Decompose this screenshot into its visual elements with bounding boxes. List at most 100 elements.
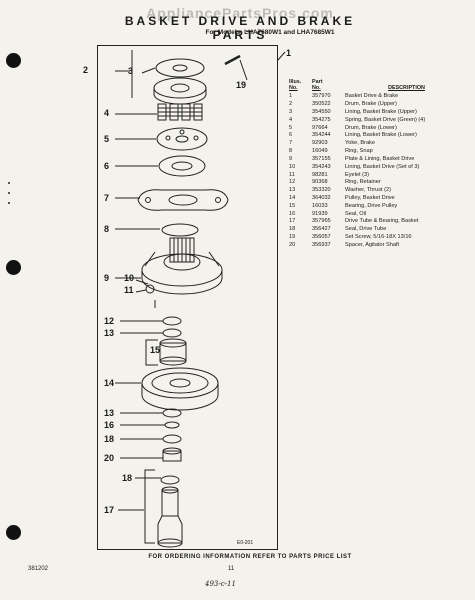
part-description: Set Screw, 5/16-18X 13/16	[345, 234, 412, 241]
ordering-note: FOR ORDERING INFORMATION REFER TO PARTS …	[148, 554, 352, 560]
part-description: Drum, Brake (Upper)	[345, 101, 397, 108]
part-number: 16033	[312, 202, 328, 209]
callout-label: 10	[124, 273, 135, 283]
handwritten-note: 493-c-11	[205, 580, 236, 588]
snap-ring-part	[161, 223, 199, 237]
part-number: 357970	[312, 93, 331, 100]
illus-number: 2	[289, 101, 293, 108]
illus-number: 5	[289, 124, 293, 131]
set-screw-part	[224, 54, 241, 66]
thrust-washer-part	[162, 328, 182, 338]
binder-hole-top	[6, 53, 21, 68]
illus-number: 20	[289, 241, 296, 248]
part-description: Bearing, Drive Pulley	[345, 202, 398, 209]
part-number: 354244	[312, 132, 331, 139]
part-description: Pulley, Basket Drive	[345, 194, 395, 201]
margin-mark	[8, 192, 10, 194]
part-description: Drive Tube & Bearing, Basket	[345, 218, 419, 225]
illus-number: 9	[289, 155, 293, 162]
part-number: 356057	[312, 234, 331, 241]
brake-lining-lower-part	[158, 155, 206, 177]
retainer-ring-part	[162, 316, 182, 326]
callout-label: 14	[104, 378, 115, 388]
drive-tube-part	[157, 486, 183, 548]
drive-tube-seal-part	[160, 475, 180, 485]
table-row: 15 16033 Bearing, Drive Pulley	[289, 203, 469, 211]
watermark: AppliancePartsPros.com	[146, 5, 334, 21]
table-row: 1 357970 Basket Drive & Brake	[289, 93, 469, 101]
part-number: 97664	[312, 124, 328, 131]
callout-label: 7	[104, 193, 110, 203]
part-description: Ring, Retainer	[345, 179, 381, 186]
illus-number: 3	[289, 109, 293, 116]
callout-label: 2	[83, 65, 89, 75]
part-number: 353320	[312, 187, 331, 194]
callout-label: 19	[236, 80, 247, 90]
callout-label: 8	[104, 224, 110, 234]
part-description: Seal, Drive Tube	[345, 226, 387, 233]
part-description: Plate & Lining, Basket Drive	[345, 155, 415, 162]
part-number: 16049	[312, 148, 328, 155]
illus-number: 7	[289, 140, 293, 147]
part-description: Lining, Basket Drive (Set of 3)	[345, 163, 420, 170]
illus-number: 19	[289, 234, 296, 241]
illus-number: 10	[289, 163, 296, 170]
part-description: Basket Drive & Brake	[345, 93, 399, 100]
table-row: 5 97664 Drum, Brake (Lower)	[289, 125, 469, 133]
diagram-frame	[97, 45, 278, 550]
callout-label: 20	[104, 453, 115, 463]
part-number: 91939	[312, 210, 328, 217]
margin-mark	[8, 182, 10, 184]
illus-number: 16	[289, 210, 296, 217]
model-numbers: For Models: LHA7680W1 and LHA7685W1	[205, 29, 335, 36]
part-number: 357155	[312, 155, 331, 162]
part-number: 364032	[312, 194, 331, 201]
column-header-description: DESCRIPTION	[388, 85, 425, 92]
illus-number: 1	[289, 93, 293, 100]
part-description: Spacer, Agitator Shaft	[345, 241, 400, 248]
part-number: 354275	[312, 116, 331, 123]
part-description: Seal, Oil	[345, 210, 367, 217]
callout-label: 3	[128, 66, 134, 76]
part-description: Yoke, Brake	[345, 140, 375, 147]
eyelet-part	[145, 284, 155, 294]
callout-label: 18	[104, 434, 115, 444]
illus-number: 17	[289, 218, 296, 225]
part-description: Drum, Brake (Lower)	[345, 124, 397, 131]
callout-label: 13	[104, 328, 115, 338]
basket-drive-pulley-part	[141, 367, 219, 411]
document-code: 381202	[28, 566, 49, 572]
drive-tube-seal-part	[162, 434, 182, 444]
page-title: BASKET DRIVE AND BRAKE PARTS	[124, 14, 356, 42]
table-row: 2 350522 Drum, Brake (Upper)	[289, 101, 469, 109]
callout-label: 5	[104, 134, 110, 144]
part-description: Lining, Basket Brake (Lower)	[345, 132, 417, 139]
callout-label: 15	[150, 345, 161, 355]
callout-label: 17	[104, 505, 115, 515]
binder-hole-middle	[6, 260, 21, 275]
table-row: 9 357155 Plate & Lining, Basket Drive	[289, 156, 469, 164]
part-description: Ring, Snap	[345, 148, 373, 155]
column-header-illus: Illus.No.	[289, 79, 302, 92]
callout-label: 13	[104, 408, 115, 418]
illus-number: 11	[289, 171, 295, 178]
table-row: 16 91939 Seal, Oil	[289, 211, 469, 219]
callout-label: 12	[104, 316, 115, 326]
brake-yoke-part	[137, 189, 229, 211]
brake-lining-upper-part	[155, 58, 205, 78]
callout-label: 18	[122, 473, 133, 483]
illus-number: 15	[289, 202, 296, 209]
part-number: 350522	[312, 101, 331, 108]
